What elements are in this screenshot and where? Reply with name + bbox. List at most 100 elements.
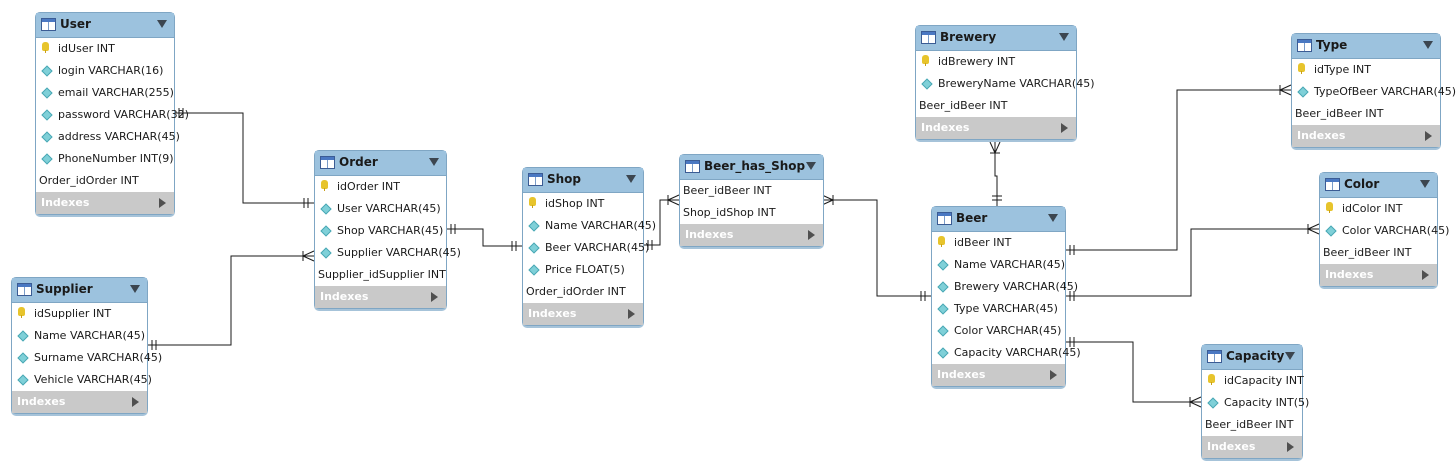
table-column[interactable]: Shop_idShop INT xyxy=(680,202,823,224)
table-column[interactable]: Order_idOrder INT xyxy=(523,281,643,303)
collapse-triangle-icon[interactable] xyxy=(429,158,439,166)
table-column[interactable]: password VARCHAR(32) xyxy=(36,104,189,126)
indexes-section[interactable]: Indexes xyxy=(315,286,446,308)
table-column[interactable]: Beer VARCHAR(45) xyxy=(523,237,649,259)
primary-key-column[interactable]: idOrder INT xyxy=(315,176,446,198)
indexes-section[interactable]: Indexes xyxy=(1320,264,1437,286)
collapse-triangle-icon[interactable] xyxy=(130,285,140,293)
collapse-triangle-icon[interactable] xyxy=(626,175,636,183)
collapse-triangle-icon[interactable] xyxy=(157,20,167,28)
primary-key-column[interactable]: idType INT xyxy=(1292,59,1440,81)
table-column[interactable]: address VARCHAR(45) xyxy=(36,126,180,148)
primary-key-column[interactable]: idColor INT xyxy=(1320,198,1437,220)
relationship-user-order[interactable] xyxy=(173,108,314,208)
relationship-beer-capacity[interactable] xyxy=(1064,337,1202,408)
collapse-triangle-icon[interactable] xyxy=(806,162,816,170)
primary-key-column[interactable]: idCapacity INT xyxy=(1202,370,1304,392)
table-column[interactable]: Name VARCHAR(45) xyxy=(932,254,1065,276)
table-header[interactable]: Capacity xyxy=(1202,345,1302,370)
expand-arrow-icon[interactable] xyxy=(1287,442,1294,452)
table-header[interactable]: Shop xyxy=(523,168,643,193)
table-column[interactable]: email VARCHAR(255) xyxy=(36,82,174,104)
table-column[interactable]: Supplier VARCHAR(45) xyxy=(315,242,461,264)
table-header[interactable]: Beer xyxy=(932,207,1065,232)
table-column[interactable]: PhoneNumber INT(9) xyxy=(36,148,174,170)
relationship-beer-type[interactable] xyxy=(1064,84,1292,255)
table-column[interactable]: Type VARCHAR(45) xyxy=(932,298,1065,320)
relationship-beer-has-shop-beer[interactable] xyxy=(821,194,931,301)
expand-arrow-icon[interactable] xyxy=(1061,123,1068,133)
table-column[interactable]: Beer_idBeer INT xyxy=(916,95,1076,117)
indexes-section[interactable]: Indexes xyxy=(36,192,174,214)
relationship-order-shop[interactable] xyxy=(445,224,522,251)
table-column[interactable]: Brewery VARCHAR(45) xyxy=(932,276,1078,298)
expand-arrow-icon[interactable] xyxy=(1425,131,1432,141)
expand-arrow-icon[interactable] xyxy=(628,309,635,319)
expand-arrow-icon[interactable] xyxy=(1422,270,1429,280)
table-column[interactable]: BreweryName VARCHAR(45) xyxy=(916,73,1094,95)
primary-key-column[interactable]: idSupplier INT xyxy=(12,303,147,325)
table-column[interactable]: Name VARCHAR(45) xyxy=(12,325,147,347)
table-column[interactable]: Color VARCHAR(45) xyxy=(1320,220,1449,242)
table-header[interactable]: Color xyxy=(1320,173,1437,198)
table-column[interactable]: Capacity VARCHAR(45) xyxy=(932,342,1081,364)
primary-key-column[interactable]: idBeer INT xyxy=(932,232,1065,254)
table-column[interactable]: Beer_idBeer INT xyxy=(680,180,823,202)
table-column[interactable]: Order_idOrder INT xyxy=(36,170,174,192)
table-column[interactable]: Shop VARCHAR(45) xyxy=(315,220,446,242)
table-column[interactable]: Vehicle VARCHAR(45) xyxy=(12,369,152,391)
expand-arrow-icon[interactable] xyxy=(159,198,166,208)
table-column[interactable]: Supplier_idSupplier INT xyxy=(315,264,446,286)
indexes-section[interactable]: Indexes xyxy=(1202,436,1302,458)
expand-arrow-icon[interactable] xyxy=(431,292,438,302)
table-header[interactable]: Supplier xyxy=(12,278,147,303)
collapse-triangle-icon[interactable] xyxy=(1059,33,1069,41)
relationship-supplier-order[interactable] xyxy=(146,250,315,350)
table-column[interactable]: TypeOfBeer VARCHAR(45) xyxy=(1292,81,1456,103)
relationship-shop-beer-has-shop[interactable] xyxy=(642,194,680,250)
collapse-triangle-icon[interactable] xyxy=(1285,352,1295,360)
relationship-brewery-beer[interactable] xyxy=(989,141,1002,206)
table-header[interactable]: Beer_has_Shop xyxy=(680,155,823,180)
table-column[interactable]: Beer_idBeer INT xyxy=(1292,103,1440,125)
table-column[interactable]: Surname VARCHAR(45) xyxy=(12,347,162,369)
indexes-section[interactable]: Indexes xyxy=(932,364,1065,386)
indexes-section[interactable]: Indexes xyxy=(523,303,643,325)
indexes-section[interactable]: Indexes xyxy=(680,224,823,246)
primary-key-column[interactable]: idBrewery INT xyxy=(916,51,1076,73)
table-column[interactable]: Capacity INT(5) xyxy=(1202,392,1309,414)
table-column[interactable]: User VARCHAR(45) xyxy=(315,198,446,220)
indexes-section[interactable]: Indexes xyxy=(12,391,147,413)
table-column[interactable]: Beer_idBeer INT xyxy=(1320,242,1437,264)
expand-arrow-icon[interactable] xyxy=(1050,370,1057,380)
primary-key-column[interactable]: idShop INT xyxy=(523,193,643,215)
primary-key-column[interactable]: idUser INT xyxy=(36,38,174,60)
indexes-section[interactable]: Indexes xyxy=(916,117,1076,139)
relationship-beer-color[interactable] xyxy=(1064,223,1320,301)
expand-arrow-icon[interactable] xyxy=(808,230,815,240)
table-header[interactable]: Order xyxy=(315,151,446,176)
table-column[interactable]: Price FLOAT(5) xyxy=(523,259,643,281)
table-column[interactable]: Color VARCHAR(45) xyxy=(932,320,1065,342)
table-column[interactable]: login VARCHAR(16) xyxy=(36,60,174,82)
table-column[interactable]: Name VARCHAR(45) xyxy=(523,215,656,237)
expand-arrow-icon[interactable] xyxy=(132,397,139,407)
table-header[interactable]: Type xyxy=(1292,34,1440,59)
table-header[interactable]: User xyxy=(36,13,174,38)
table-header[interactable]: Brewery xyxy=(916,26,1076,51)
collapse-triangle-icon[interactable] xyxy=(1420,180,1430,188)
collapse-triangle-icon[interactable] xyxy=(1423,41,1433,49)
indexes-section[interactable]: Indexes xyxy=(1292,125,1440,147)
table-column[interactable]: Beer_idBeer INT xyxy=(1202,414,1302,436)
collapse-triangle-icon[interactable] xyxy=(1048,214,1058,222)
